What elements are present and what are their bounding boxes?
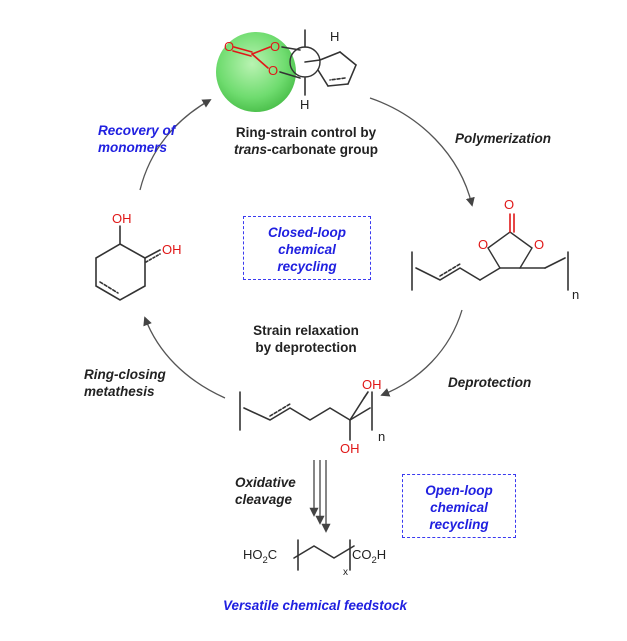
diacid-right-group: CO2H (352, 547, 387, 567)
ring-oxygen-atom-upper: O (270, 39, 281, 54)
arrow-recovery-of-monomers (139, 99, 212, 191)
polydiol-hydroxyl-top: OH (362, 377, 382, 392)
strain-relaxation-label: Strain relaxation by deprotection (253, 323, 359, 355)
ring-strain-control-label: Ring-strain control by trans-carbonate g… (233, 125, 379, 157)
polymerization-label: Polymerization (455, 131, 552, 146)
carbonate-oxygen-left: O (478, 237, 489, 252)
deprotection-label: Deprotection (448, 375, 532, 390)
ring-closing-metathesis-label: Ring-closing metathesis (84, 367, 166, 399)
repeat-unit-n-right: n (572, 287, 580, 302)
diacid-structure (293, 539, 355, 571)
open-loop-recycling-label: Open-loop chemical recycling (425, 483, 493, 532)
arrow-ring-closing-metathesis (143, 316, 226, 399)
monomer-structure (232, 29, 357, 96)
recovery-of-monomers-label: Recovery of monomers (98, 123, 176, 155)
polycarbonate-structure (411, 213, 569, 291)
oxidative-cleavage-arrows (309, 460, 331, 533)
polydiol-structure (239, 391, 373, 441)
arrow-deprotection (380, 309, 463, 397)
oxidative-cleavage-label: Oxidative cleavage (235, 475, 296, 507)
diol-monomer-structure (95, 225, 161, 301)
polydiol-hydroxyl-bottom: OH (340, 441, 360, 456)
diol-hydroxyl-right: OH (162, 242, 182, 257)
hydrogen-atom-bottom: H (300, 97, 310, 112)
arrow-polymerization (369, 97, 475, 207)
repeat-unit-n-bottom: n (378, 429, 386, 444)
carbonate-oxygen-right: O (534, 237, 545, 252)
carbonyl-oxygen-atom: O (224, 39, 235, 54)
versatile-feedstock-label: Versatile chemical feedstock (222, 598, 408, 613)
hydrogen-atom-top: H (330, 29, 340, 44)
diol-hydroxyl-top: OH (112, 211, 132, 226)
open-loop-box (402, 474, 516, 538)
diacid-left-group: HO2C (243, 547, 278, 567)
closed-loop-box (243, 216, 371, 280)
closed-loop-recycling-label: Closed-loop chemical recycling (268, 225, 346, 274)
carbonate-oxygen-top: O (504, 197, 515, 212)
repeat-unit-x: x (343, 567, 348, 578)
ring-oxygen-atom-lower: O (268, 63, 279, 78)
